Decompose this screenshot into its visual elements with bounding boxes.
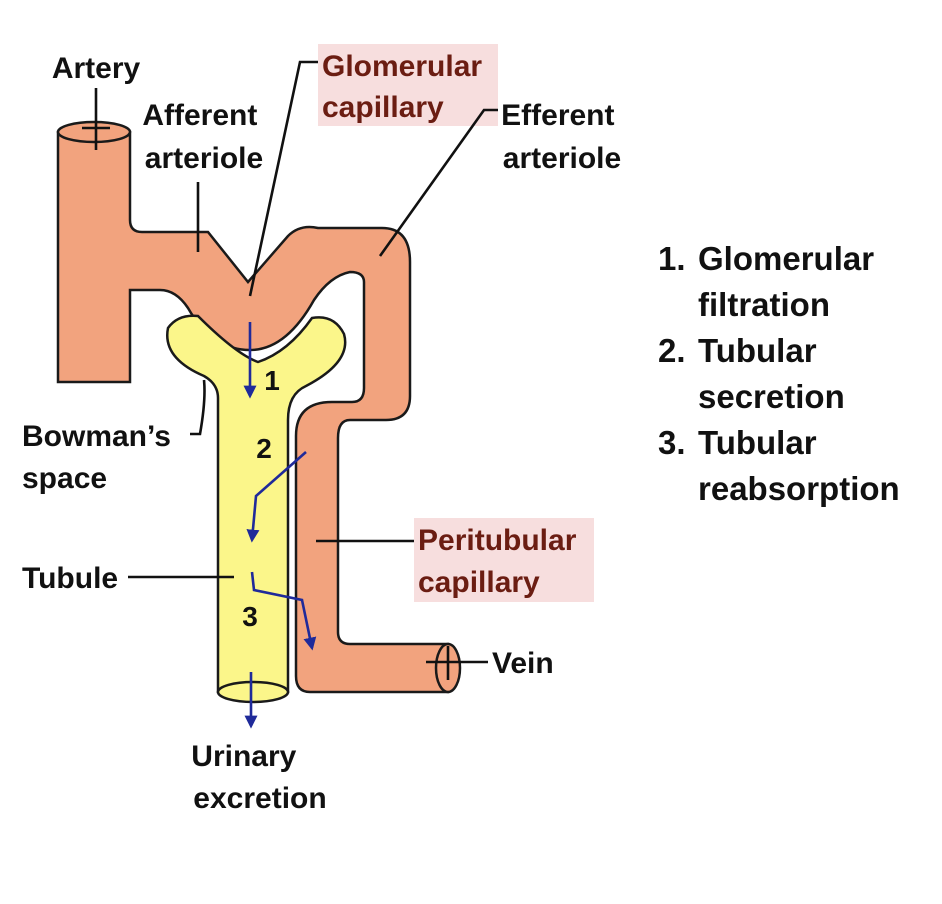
bowmans-space-leader bbox=[190, 379, 206, 436]
efferent-arteriole-line1: Efferent bbox=[501, 99, 614, 132]
legend-item-number: 1. bbox=[658, 240, 686, 277]
legend-item-text: Tubular reabsorption bbox=[698, 424, 900, 507]
legend-item: 3. Tubular reabsorption bbox=[658, 420, 938, 512]
glomerular-capillary-leader bbox=[248, 60, 318, 297]
bowmans-space-line2: space bbox=[22, 462, 107, 495]
afferent-arteriole-line2: arteriole bbox=[145, 142, 263, 175]
peritubular-capillary-line2: capillary bbox=[418, 566, 540, 599]
secretion-marker: 2 bbox=[256, 433, 272, 464]
afferent-arteriole-label: Afferent arteriole bbox=[142, 99, 265, 175]
peritubular-capillary-label-bg bbox=[414, 518, 594, 602]
vein-label: Vein bbox=[492, 647, 554, 680]
urinary-excretion-label: Urinary excretion bbox=[191, 740, 326, 815]
urinary-excretion-line2: excretion bbox=[193, 782, 326, 815]
tubule-label: Tubule bbox=[22, 562, 118, 595]
reabsorption-arrow bbox=[250, 571, 317, 651]
legend-item: 2. Tubular secretion bbox=[658, 328, 938, 420]
peritubular-capillary-line1: Peritubular bbox=[418, 524, 577, 557]
afferent-arteriole-line1: Afferent bbox=[142, 99, 257, 132]
legend-item: 1. Glomerular filtration bbox=[658, 236, 938, 328]
glomerular-capillary-line2: capillary bbox=[322, 91, 444, 124]
urinary-excretion-line1: Urinary bbox=[191, 740, 296, 773]
filtration-marker: 1 bbox=[264, 365, 280, 396]
legend-item-number: 3. bbox=[658, 424, 686, 461]
artery-label: Artery bbox=[52, 52, 141, 85]
legend-item-text: Tubular secretion bbox=[698, 332, 845, 415]
reabsorption-marker: 3 bbox=[242, 601, 258, 632]
legend-item-number: 2. bbox=[658, 332, 686, 369]
secretion-arrow bbox=[246, 451, 307, 543]
bowmans-space-label: Bowman’s space bbox=[22, 420, 179, 495]
glomerular-capillary-line1: Glomerular bbox=[322, 50, 482, 83]
bowmans-space-line1: Bowman’s bbox=[22, 420, 171, 453]
process-legend: 1. Glomerular filtration 2. Tubular secr… bbox=[658, 236, 938, 512]
glomerular-capillary-label: Glomerular capillary bbox=[322, 50, 490, 124]
tubule-opening bbox=[216, 680, 290, 704]
efferent-arteriole-line2: arteriole bbox=[503, 142, 621, 175]
artery-opening bbox=[56, 120, 132, 144]
efferent-arteriole-label: Efferent arteriole bbox=[501, 99, 623, 175]
efferent-arteriole-leader bbox=[378, 108, 498, 257]
peritubular-capillary-label: Peritubular capillary bbox=[418, 524, 585, 599]
glomerular-capillary-label-bg bbox=[318, 44, 498, 126]
legend-item-text: Glomerular filtration bbox=[698, 240, 875, 323]
